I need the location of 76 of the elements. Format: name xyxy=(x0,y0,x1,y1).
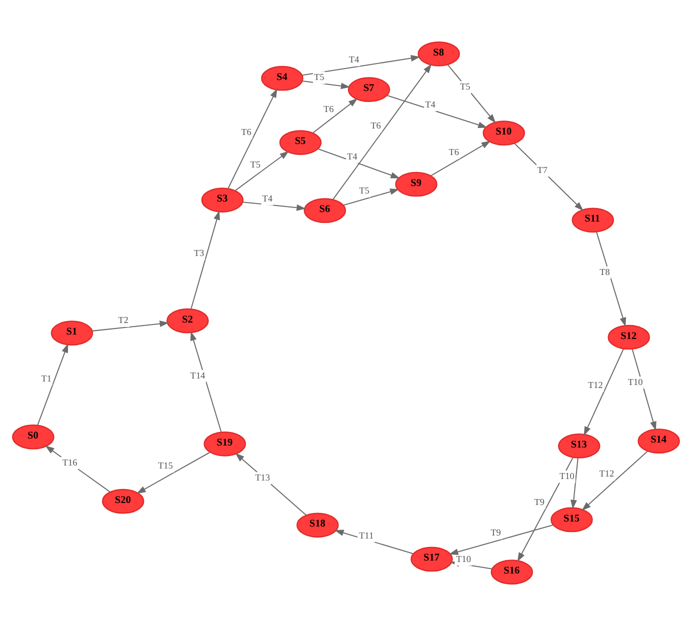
arrow xyxy=(514,142,584,210)
arrow xyxy=(632,348,656,430)
arrow xyxy=(430,140,491,176)
edge-label: T6 xyxy=(448,146,459,156)
edge-label: T3 xyxy=(194,248,204,258)
node-ellipse: S7 xyxy=(348,76,390,102)
arrow xyxy=(584,348,624,436)
arrow xyxy=(386,94,488,128)
edge-label: T1 xyxy=(41,372,52,383)
node-ellipse: S10 xyxy=(482,120,526,146)
node-ellipse: S16 xyxy=(490,559,534,584)
node-ellipse: S9 xyxy=(395,171,438,196)
arrow xyxy=(318,148,400,178)
edge-label: T6 xyxy=(241,126,252,137)
edge-label: T16 xyxy=(62,456,78,467)
edge-label: T13 xyxy=(255,472,270,482)
node-ellipse: S15 xyxy=(550,506,593,532)
edge-label: T15 xyxy=(158,460,173,470)
edge-label: T9 xyxy=(534,496,545,506)
arrow xyxy=(570,457,578,509)
node-ellipse: S8 xyxy=(418,41,460,66)
arrow xyxy=(235,452,307,516)
arrow xyxy=(45,444,110,492)
edge-label: T14 xyxy=(190,370,206,380)
node-ellipse: S13 xyxy=(558,433,600,458)
arrow xyxy=(517,456,574,562)
arrow xyxy=(302,80,350,89)
arrow xyxy=(92,320,169,331)
arrow xyxy=(234,150,290,190)
node-ellipse: S18 xyxy=(296,512,339,538)
edge-label: T10 xyxy=(560,470,574,480)
edge-label: T5 xyxy=(460,81,470,92)
arrow xyxy=(448,524,554,554)
edge-label: T10 xyxy=(456,553,472,564)
arrow xyxy=(582,450,648,510)
node-ellipse: S11 xyxy=(572,207,614,232)
arrow xyxy=(447,64,496,123)
edge-label: T12 xyxy=(588,379,603,390)
arrow xyxy=(343,188,400,206)
edge-label: T9 xyxy=(490,526,501,537)
arrow xyxy=(228,88,278,188)
edge-label: T5 xyxy=(250,158,260,169)
edge-label: T4 xyxy=(348,54,360,64)
arrow xyxy=(136,451,210,494)
arrow xyxy=(312,98,358,133)
node-ellipse: S19 xyxy=(204,430,246,456)
arrow xyxy=(37,342,68,425)
edge-label: T6 xyxy=(323,104,334,114)
node-ellipse: S0 xyxy=(12,424,54,449)
arrow xyxy=(332,63,432,200)
edge-label: T4 xyxy=(347,150,358,161)
edge-label: T12 xyxy=(599,468,614,478)
arrow xyxy=(242,201,306,210)
node-ellipse: S2 xyxy=(166,308,209,333)
edge-label: T4 xyxy=(262,192,273,203)
edge-label: T5 xyxy=(314,72,324,82)
node-ellipse: S17 xyxy=(410,546,453,572)
arrow xyxy=(596,231,626,326)
edge-label: T4 xyxy=(425,98,436,109)
arrow xyxy=(302,54,420,76)
node-ellipse: S1 xyxy=(50,320,94,346)
node-ellipse: S4 xyxy=(261,65,304,90)
edge-label: T11 xyxy=(359,530,374,540)
node-ellipse: S5 xyxy=(279,130,322,154)
node-ellipse: S6 xyxy=(304,198,346,222)
node-ellipse: S14 xyxy=(638,428,680,453)
node-ellipse: S20 xyxy=(102,488,144,514)
edge-label: T8 xyxy=(600,266,610,276)
edge-label: T7 xyxy=(537,164,548,174)
edge-label: T6 xyxy=(370,120,381,130)
edge-label: T10 xyxy=(628,376,643,387)
arrow xyxy=(190,330,222,432)
edge-label: T5 xyxy=(359,185,370,196)
node-ellipse: S12 xyxy=(608,324,650,350)
edge-label: T2 xyxy=(118,314,128,325)
node-ellipse: S3 xyxy=(201,187,244,212)
